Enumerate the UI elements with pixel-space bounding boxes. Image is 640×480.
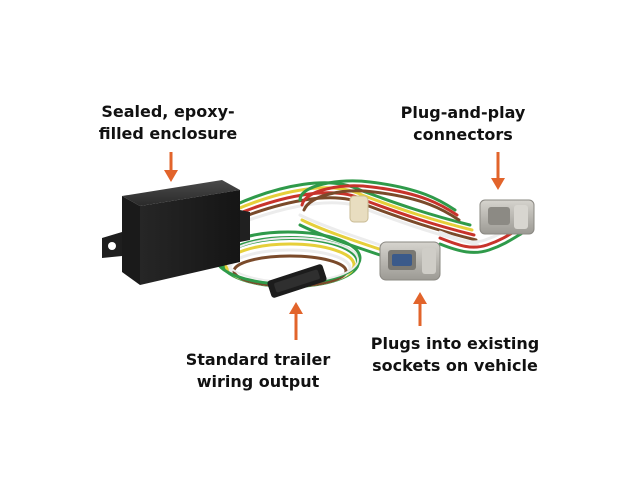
callout-enclosure-line2: filled enclosure <box>98 124 238 143</box>
wire-tape <box>349 195 369 223</box>
module-box <box>102 180 250 285</box>
callout-enclosure-line1: Sealed, epoxy- <box>101 102 235 121</box>
callout-connectors-line2: connectors <box>413 125 513 144</box>
callout-enclosure: Sealed, epoxy- filled enclosure <box>78 101 258 145</box>
arrow-connectors <box>491 152 505 190</box>
vehicle-plug <box>379 241 441 281</box>
callout-output-line1: Standard trailer <box>185 350 331 369</box>
callout-plugs-line1: Plugs into existing <box>370 334 540 353</box>
callout-output-line2: wiring output <box>196 372 320 391</box>
callout-output: Standard trailer wiring output <box>168 349 348 393</box>
four-flat-connector <box>267 264 327 298</box>
callout-plugs-line2: sockets on vehicle <box>372 356 538 375</box>
arrow-plugs <box>413 292 427 326</box>
plug-and-play-connector <box>479 199 535 235</box>
callout-plugs: Plugs into existing sockets on vehicle <box>350 333 560 377</box>
arrow-output <box>289 302 303 340</box>
callout-connectors: Plug-and-play connectors <box>388 102 538 146</box>
callout-connectors-line1: Plug-and-play <box>400 103 526 122</box>
arrow-enclosure <box>164 152 178 182</box>
